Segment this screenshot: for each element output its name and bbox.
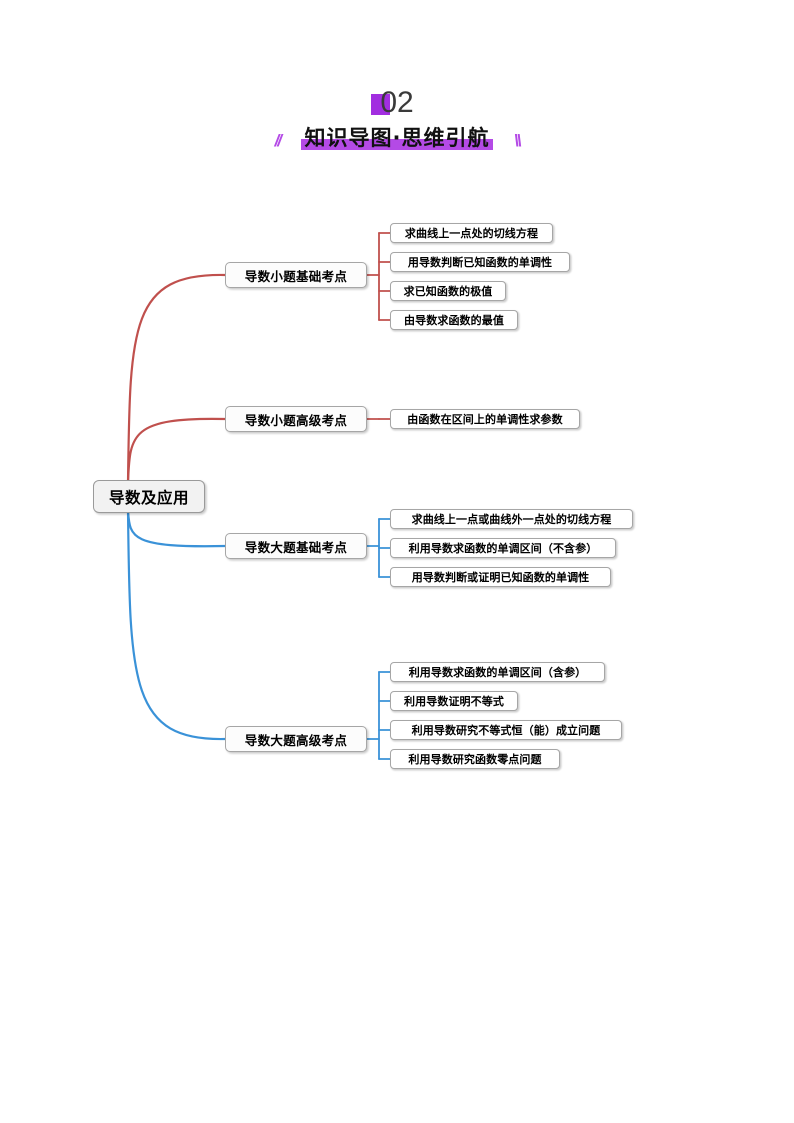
section-title-wrap: // 知识导图·思维引航 \\ — [274, 122, 522, 152]
node-branch-2-label: 导数大题基础考点 — [244, 539, 348, 555]
node-branch-1-label: 导数小题高级考点 — [244, 412, 348, 428]
connector-line — [126, 509, 227, 548]
slash-left-icon: // — [274, 131, 283, 150]
node-branch-0-label: 导数小题基础考点 — [244, 268, 348, 284]
section-number: 02 — [380, 86, 414, 119]
node-leaf-2-1-label: 利用导数求函数的单调区间（不含参） — [408, 542, 598, 555]
node-branch-3[interactable]: 导数大题高级考点 — [225, 726, 367, 752]
title-highlight-bar — [300, 139, 494, 150]
node-leaf-3-1-label: 利用导数证明不等式 — [404, 695, 504, 708]
node-leaf-0-0[interactable]: 求曲线上一点处的切线方程 — [390, 223, 553, 243]
node-leaf-3-2[interactable]: 利用导数研究不等式恒（能）成立问题 — [390, 720, 622, 740]
connector-line — [126, 417, 227, 484]
connector-line — [126, 273, 227, 484]
section-header: 02 // 知识导图·思维引航 \\ — [0, 86, 794, 166]
node-leaf-0-3-label: 由导数求函数的最值 — [404, 314, 504, 327]
purple-square-icon — [371, 94, 391, 115]
node-leaf-2-0[interactable]: 求曲线上一点或曲线外一点处的切线方程 — [390, 509, 633, 529]
node-branch-0[interactable]: 导数小题基础考点 — [225, 262, 367, 288]
node-leaf-0-0-label: 求曲线上一点处的切线方程 — [404, 227, 539, 240]
section-number-wrap: 02 — [371, 86, 414, 120]
node-leaf-2-2-label: 用导数判断或证明已知函数的单调性 — [411, 571, 590, 584]
connector-line — [126, 509, 227, 741]
node-leaf-3-0[interactable]: 利用导数求函数的单调区间（含参） — [390, 662, 605, 682]
node-leaf-3-0-label: 利用导数求函数的单调区间（含参） — [408, 666, 587, 679]
slash-right-icon: \\ — [514, 131, 522, 150]
node-leaf-2-1[interactable]: 利用导数求函数的单调区间（不含参） — [390, 538, 616, 558]
node-branch-3-label: 导数大题高级考点 — [244, 732, 348, 748]
node-leaf-2-2[interactable]: 用导数判断或证明已知函数的单调性 — [390, 567, 611, 587]
node-leaf-0-2-label: 求已知函数的极值 — [403, 285, 493, 298]
node-leaf-0-1-label: 用导数判断已知函数的单调性 — [407, 256, 553, 269]
node-branch-2[interactable]: 导数大题基础考点 — [225, 533, 367, 559]
node-leaf-0-1[interactable]: 用导数判断已知函数的单调性 — [390, 252, 570, 272]
node-leaf-3-1[interactable]: 利用导数证明不等式 — [390, 691, 518, 711]
node-root-label: 导数及应用 — [108, 488, 189, 507]
node-root[interactable]: 导数及应用 — [93, 480, 205, 513]
node-leaf-1-0[interactable]: 由函数在区间上的单调性求参数 — [390, 409, 580, 429]
node-leaf-1-0-label: 由函数在区间上的单调性求参数 — [407, 413, 563, 426]
node-leaf-0-3[interactable]: 由导数求函数的最值 — [390, 310, 518, 330]
section-title-inner: 知识导图·思维引航 — [300, 122, 494, 152]
node-leaf-0-2[interactable]: 求已知函数的极值 — [390, 281, 506, 301]
node-leaf-3-3[interactable]: 利用导数研究函数零点问题 — [390, 749, 560, 769]
section-title-row: // 知识导图·思维引航 \\ — [0, 122, 794, 158]
node-leaf-2-0-label: 求曲线上一点或曲线外一点处的切线方程 — [411, 513, 612, 526]
node-leaf-3-2-label: 利用导数研究不等式恒（能）成立问题 — [411, 724, 601, 737]
node-leaf-3-3-label: 利用导数研究函数零点问题 — [408, 753, 542, 766]
section-number-row: 02 — [0, 86, 794, 120]
page-title: 知识导图·思维引航 — [304, 126, 490, 150]
node-branch-1[interactable]: 导数小题高级考点 — [225, 406, 367, 432]
